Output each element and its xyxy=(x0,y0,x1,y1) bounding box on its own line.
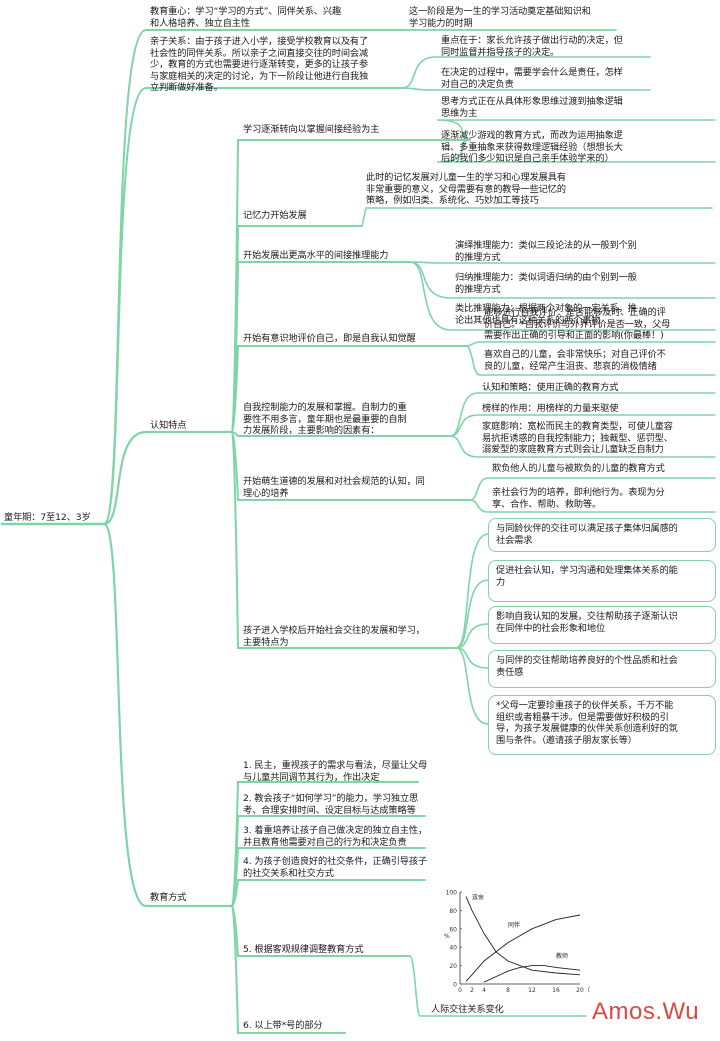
focus-node: 教育重心：学习“学习的方式”、同伴关系、兴趣 和人格培养、独立自主性 xyxy=(150,6,342,29)
connector xyxy=(102,430,234,526)
series-label-2: 同伴 xyxy=(508,921,520,929)
y-tick-label: 100 xyxy=(446,890,458,897)
social-detail-3: 影响自我认知的发展，交往帮助孩子逐渐认识 在同伴中的社会形象和地位 xyxy=(496,611,678,634)
y-tick-label: 0 xyxy=(453,982,457,989)
x-tick-label: 0 xyxy=(458,987,462,994)
connector xyxy=(231,905,346,1034)
cognition-item-5-detail-2: 榜样的作用：用榜样的力量来驱使 xyxy=(482,403,619,414)
chart-caption: 人际交往关系变化 xyxy=(431,1004,504,1015)
cognition-item-2-detail-1: 此时的记忆发展对儿童一生的学习和心理发展具有 非常重要的意义，父母需要有意的教导… xyxy=(366,172,566,206)
cognition-item-6-detail-2: 亲社会行为的培养，即利他行为。表现为分 享、合作、帮助、救助等。 xyxy=(492,487,665,510)
series-line-2 xyxy=(465,914,581,982)
social-detail-2: 促进社会认知，学习沟通和处理集体关系的能 力 xyxy=(496,565,678,588)
connector xyxy=(401,87,651,91)
cognition-node: 认知特点 xyxy=(150,420,187,431)
x-tick-label: 16 xyxy=(552,987,560,994)
social-detail-3-box xyxy=(488,606,716,644)
x-tick-label: 8 xyxy=(506,987,510,994)
connector xyxy=(231,431,457,649)
education-item-4: 4. 为孩子创造良好的社交条件，正确引导孩子 的社交关系和社交方式 xyxy=(243,856,428,879)
connector xyxy=(465,345,716,376)
cognition-item-6-detail-1: 欺负他人的儿童与被欺负的儿童的教育方式 xyxy=(492,463,665,474)
connector xyxy=(409,955,587,1017)
cognition-item-6: 开始萌生道德的发展和对社会规范的认知，同 理心的培养 xyxy=(243,476,425,499)
cognition-item-3-detail-1: 演绎推理能力：类似三段论法的从一般到个别 的推理方式 xyxy=(455,240,637,263)
connector xyxy=(469,477,716,501)
education-item-2: 2. 教会孩子“如何学习”的能力，学习独立思 考、合理安排时间、设定目标与达成策… xyxy=(243,793,419,816)
connector xyxy=(455,533,489,649)
connector xyxy=(409,261,716,264)
cognition-item-1-detail-2: 逐渐减少游戏的教育方式，而改为运用抽象逻 辑、多重抽象来获得数理逻辑经验（想想长… xyxy=(441,130,623,164)
social-detail-2-box xyxy=(488,560,716,602)
cognition-item-3-detail-2: 归纳推理能力：类似词语归纳的由个别到一般 的推理方式 xyxy=(455,272,637,295)
education-item-3: 3. 着重培养让孩子自己做决定的独立自主性， 并且教育他需要对自己的行为和决定负… xyxy=(243,825,428,848)
education-item-1: 1. 民主，重视孩子的需求与看法，尽量让父母 与儿童共同调节其行为，作出决定 xyxy=(243,760,428,783)
parent-key1-node: 重点在于：家长允许孩子做出行动的决定，但 同时监督并指导孩子的决定。 xyxy=(441,35,623,58)
x-axis-label: （岁） xyxy=(584,986,590,994)
connector xyxy=(401,56,651,89)
y-tick-label: 80 xyxy=(449,908,457,915)
cognition-item-2: 记忆力开始发展 xyxy=(243,210,307,221)
series-label-1: 双亲 xyxy=(472,893,484,901)
education-item-6: 6. 以上带*号的部分 xyxy=(243,1020,323,1031)
social-detail-4-box xyxy=(488,650,716,688)
cognition-item-1-detail-1: 思考方式正在从具体形象思维过渡到抽象逻辑 思维为主 xyxy=(441,96,623,119)
series-label-3: 教师 xyxy=(556,952,568,960)
education-node: 教育方式 xyxy=(150,892,187,903)
series-line-1 xyxy=(465,896,581,976)
connector xyxy=(409,261,716,331)
connector xyxy=(103,29,403,525)
y-axis-label: % xyxy=(444,933,450,940)
social-detail-5: *父母一定要珍重孩子的伙伴关系，千万不能 组织或者粗暴干涉。但是需要做好积极的引… xyxy=(496,700,678,746)
connector xyxy=(231,431,471,501)
connector xyxy=(455,647,489,725)
x-tick-label: 12 xyxy=(528,987,536,994)
connector xyxy=(455,623,489,649)
social-detail-1-box xyxy=(488,518,716,552)
connector xyxy=(102,522,234,908)
cognition-item-4: 开始有意识地评价自己，即是自我认知觉醒 xyxy=(243,333,416,344)
cognition-item-3: 开始发展出更高水平的间接推理能力 xyxy=(243,250,389,261)
connector xyxy=(449,414,716,437)
connector xyxy=(103,87,403,525)
connector xyxy=(469,499,716,513)
y-tick-label: 20 xyxy=(449,963,457,970)
education-item-5: 5. 根据客观规律调整教育方式 xyxy=(243,944,364,955)
root-node: 童年期：7至12、3岁 xyxy=(4,512,91,523)
parent-key2-node: 在决定的过程中，需要学会什么是责任，怎样 对自己的决定负责 xyxy=(441,67,623,90)
cognition-item-5: 自我控制能力的发展和掌握。自制力的重 要性不用多言，童年期也是最重要的自制 力发… xyxy=(243,402,407,436)
x-tick-label: 4 xyxy=(482,987,486,994)
cognition-item-1: 学习逐渐转向以掌握间接经验为主 xyxy=(243,124,380,135)
cognition-item-7: 孩子进入学校后开始社会交往的发展和学习， 主要特点为 xyxy=(243,625,425,648)
social-detail-5-box xyxy=(488,695,716,755)
connector xyxy=(449,435,716,458)
connector xyxy=(436,119,716,141)
x-tick-label: 2 xyxy=(470,987,474,994)
connector xyxy=(465,341,716,347)
connector xyxy=(436,139,716,163)
y-tick-label: 60 xyxy=(449,926,457,933)
x-tick-label: 20 xyxy=(576,987,584,994)
cognition-item-5-detail-1: 认知和策略：使用正确的教育方式 xyxy=(482,382,619,393)
connector xyxy=(455,579,489,649)
cognition-item-5-detail-3: 家庭影响：宽松而民主的教育类型，可使儿童容 易抗拒诱惑的自我控制能力；独裁型、惩… xyxy=(482,421,673,455)
series-line-3 xyxy=(483,965,581,983)
connector xyxy=(455,647,489,669)
focus-note-node: 这一阶段是为一生的学习活动奠定基础知识和 学习能力的时期 xyxy=(409,6,591,29)
connector xyxy=(231,879,426,907)
connector xyxy=(231,345,467,433)
cognition-item-4-detail-1: 能够进行自我评价：是否能够及时、正确的评 价自己。*自我评价与外界评价是否一致，… xyxy=(484,307,671,341)
social-detail-1: 与同龄伙伴的交往可以满足孩子集体归属感的 社会需求 xyxy=(496,523,678,546)
watermark: Amos.Wu xyxy=(592,998,700,1025)
cognition-item-4-detail-2: 喜欢自己的儿童，会非常快乐；对自己评价不 良的儿童，经常产生沮丧、悲哀的消极情绪 xyxy=(484,349,666,372)
cognition-item-3-detail-3: 类比推理能力：根据两个对象的一定关系，推 论出其他也具有这种关系的两个事物 xyxy=(455,303,637,326)
y-tick-label: 40 xyxy=(449,945,457,952)
social-detail-4: 与同伴的交往帮助培养良好的个性品质和社会 责任感 xyxy=(496,655,678,678)
parent-relation-node: 亲子关系：由于孩子进入小学，接受学校教育以及有了 社会性的同伴关系。所以亲子之间… xyxy=(150,36,369,93)
